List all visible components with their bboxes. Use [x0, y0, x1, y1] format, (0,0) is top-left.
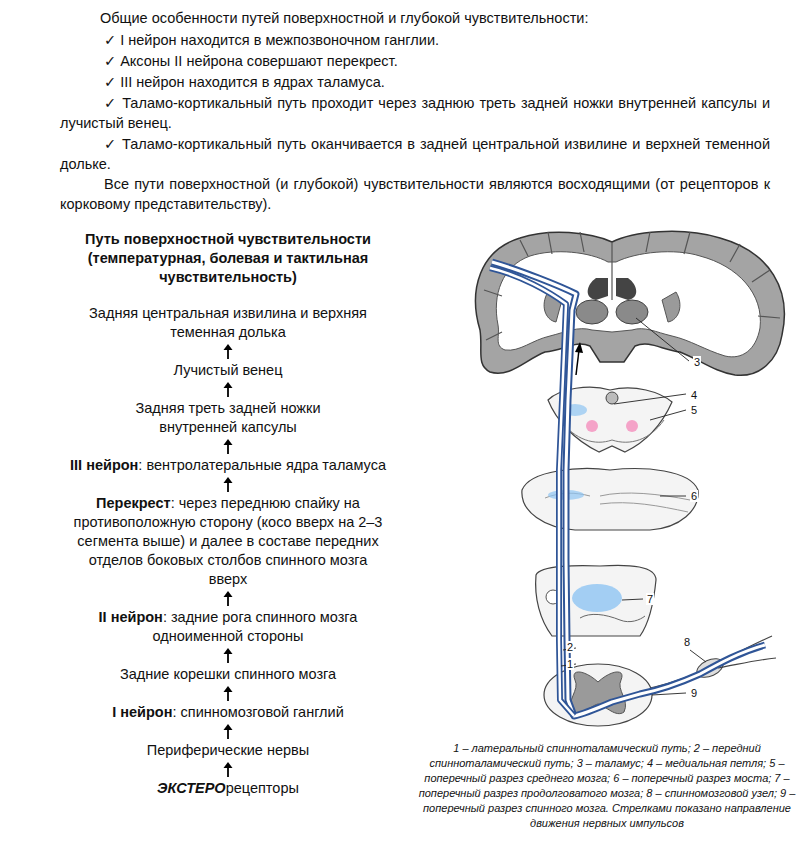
flow-step: Периферические нервы — [98, 741, 358, 760]
flow-step: Задняя треть задней ножки внутренней кап… — [103, 399, 353, 437]
text-line: ✓ I нейрон находится в межпозвоночном га… — [104, 30, 764, 50]
flow-step: Перекрест: через переднюю спайку на прот… — [68, 494, 388, 589]
callout-number: 8 — [683, 636, 691, 648]
flow-step: III нейрон: вентролатеральные ядра талам… — [48, 456, 408, 475]
figure-caption: 1 – латеральный спинноталамический путь;… — [418, 741, 796, 831]
flow-step: Задняя центральная извилина и верхняя те… — [83, 304, 373, 342]
flow-arrow — [224, 762, 233, 777]
callout-number: 6 — [690, 490, 698, 502]
step-text: ЭКСТЕРО — [157, 780, 226, 796]
thalamus — [576, 300, 608, 324]
step-text: Задняя треть задней ножки внутренней кап… — [136, 400, 321, 435]
step-text: Периферические нервы — [147, 742, 309, 758]
pons-section — [522, 469, 698, 530]
step-text: III нейрон — [70, 457, 138, 473]
section-heading: Путь поверхностной чувствительности (тем… — [48, 230, 408, 287]
flow-arrow — [224, 439, 233, 454]
callout-number: 1 — [566, 658, 574, 670]
callout-number: 4 — [690, 389, 698, 401]
step-text: : спинномозговой ганглий — [172, 704, 343, 720]
callout-number: 3 — [693, 356, 701, 368]
flow-arrow — [224, 382, 233, 397]
flow-arrow — [224, 686, 233, 701]
flow-step: Задние корешки спинного мозга — [78, 665, 378, 684]
flow-step: ЭКСТЕРОрецепторы — [103, 779, 353, 798]
leader-lines — [561, 318, 706, 695]
flow-arrow — [224, 724, 233, 739]
flow-step: II нейрон: задние рога спинного мозга од… — [88, 608, 368, 646]
text-line: ✓ Аксоны II нейрона совершают перекрест. — [104, 51, 764, 71]
flow-step: I нейрон: спинномозговой ганглий — [78, 703, 378, 722]
step-text: Лучистый венец — [173, 362, 282, 378]
callout-number: 9 — [690, 687, 698, 699]
white-matter — [496, 252, 760, 357]
flow-arrow — [224, 344, 233, 359]
callout-number: 2 — [566, 641, 574, 653]
flow-arrow — [224, 648, 233, 663]
text-line: Все пути поверхностной (и глубокой) чувс… — [60, 174, 770, 214]
text-line: ✓ III нейрон находится в ядрах таламуса. — [104, 72, 764, 92]
step-text: I нейрон — [112, 704, 172, 720]
pathway-lines — [490, 262, 765, 716]
step-text: : задние рога спинного мозга одноименной… — [153, 609, 358, 644]
text-line: ✓ Таламо-кортикальный путь проходит чере… — [60, 93, 770, 133]
step-text: II нейрон — [99, 609, 163, 625]
flow-step: Лучистый венец — [128, 361, 328, 380]
step-text: Перекрест — [96, 495, 171, 511]
callout-number: 5 — [690, 404, 698, 416]
step-text: рецепторы — [226, 780, 299, 796]
brain-section — [476, 231, 785, 375]
ventricle — [588, 278, 637, 300]
step-text: Задние корешки спинного мозга — [120, 666, 336, 682]
callout-number: 7 — [646, 593, 654, 605]
step-text: : вентролатеральные ядра таламуса — [138, 457, 386, 473]
page-title: Общие особенности путей поверхностной и … — [100, 8, 780, 28]
flow-arrow — [224, 477, 233, 492]
text-line: ✓ Таламо-кортикальный путь оканчивается … — [60, 134, 770, 174]
gyri — [484, 232, 780, 340]
medulla-section — [536, 565, 656, 636]
impulse-arrow — [576, 350, 579, 375]
step-text: Задняя центральная извилина и верхняя те… — [89, 305, 367, 340]
flow-arrow — [224, 591, 233, 606]
thalamus — [616, 300, 648, 324]
